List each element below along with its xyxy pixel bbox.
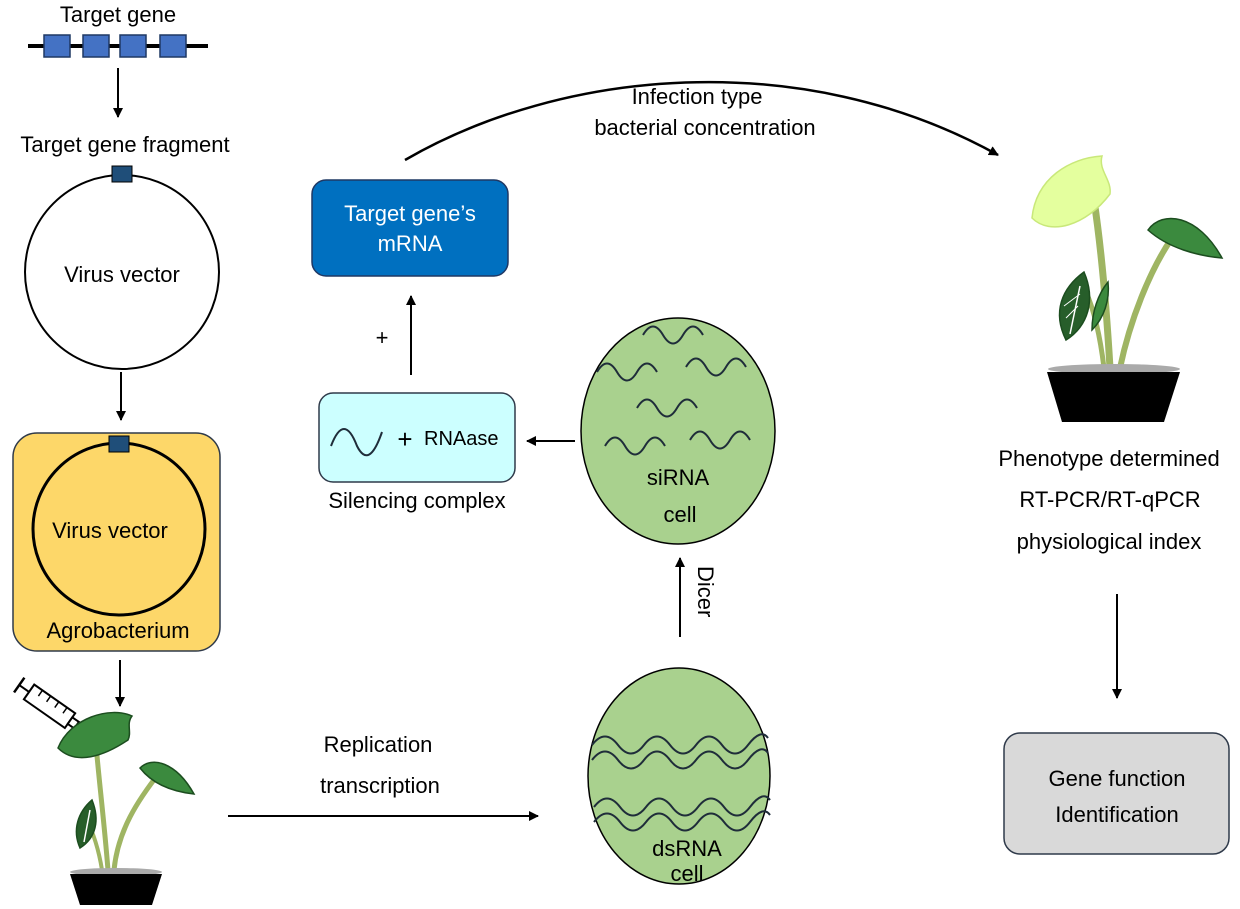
dsrna-strands xyxy=(591,733,771,832)
plant-pot xyxy=(70,874,162,905)
plant-leaf xyxy=(1147,217,1224,259)
plant-leaf xyxy=(75,798,97,850)
gene-function-label: Gene function xyxy=(1049,766,1186,791)
exon xyxy=(82,34,110,58)
plant-leaf xyxy=(1091,280,1110,332)
plant-leaf xyxy=(57,711,134,759)
replication-label: Replication xyxy=(324,732,433,757)
gene-function-box xyxy=(1003,732,1230,855)
light-leaf xyxy=(1031,155,1111,228)
exon xyxy=(119,34,147,58)
dicer-label: Dicer xyxy=(693,566,718,617)
rnaase-label: RNAase xyxy=(424,428,498,450)
infiltrated-plant xyxy=(57,711,196,905)
sirna-label: siRNA xyxy=(647,465,710,490)
target-gene-strand xyxy=(28,34,208,58)
dsrna-label: dsRNA xyxy=(652,836,722,861)
mrna-label-line1: Target gene’s xyxy=(344,201,476,226)
agro-virus-vector-label: Virus vector xyxy=(52,518,168,543)
silencing-complex-box xyxy=(318,392,516,483)
agro-fragment-insert xyxy=(108,435,130,453)
plant-leaf xyxy=(1058,270,1091,342)
silencing-complex-label: Silencing complex xyxy=(328,488,505,513)
target-gene-label: Target gene xyxy=(60,2,176,27)
phenotype-label: Phenotype determined xyxy=(998,446,1219,471)
fragment-insert xyxy=(111,165,133,183)
physiological-index-label: physiological index xyxy=(1017,529,1202,554)
arrow-infection-curve xyxy=(404,80,999,162)
rt-pcr-label: RT-PCR/RT-qPCR xyxy=(1019,487,1200,512)
mrna-label-line2: mRNA xyxy=(378,231,443,256)
agrobacterium-label: Agrobacterium xyxy=(46,618,189,643)
infection-type-label: Infection type xyxy=(632,84,763,109)
exon xyxy=(159,34,187,58)
identification-label: Identification xyxy=(1055,802,1179,827)
plant-pot xyxy=(1047,372,1180,422)
sirna-strands xyxy=(596,325,751,456)
complex-plus: + xyxy=(397,424,412,454)
sirna-cell xyxy=(580,317,776,545)
dsrna-cell-label: cell xyxy=(670,861,703,886)
bacterial-concentration-label: bacterial concentration xyxy=(594,115,815,140)
plant-leaf xyxy=(139,761,196,795)
sirna-cell-label: cell xyxy=(663,502,696,527)
transcription-label: transcription xyxy=(320,773,440,798)
silenced-plant xyxy=(1031,155,1224,422)
syringe-icon xyxy=(13,676,87,733)
mrna-box xyxy=(311,179,509,277)
virus-vector-label: Virus vector xyxy=(64,262,180,287)
sirna-wave-icon xyxy=(330,428,383,457)
plus-sign: + xyxy=(376,325,389,350)
target-gene-fragment-label: Target gene fragment xyxy=(20,132,229,157)
exon xyxy=(43,34,71,58)
